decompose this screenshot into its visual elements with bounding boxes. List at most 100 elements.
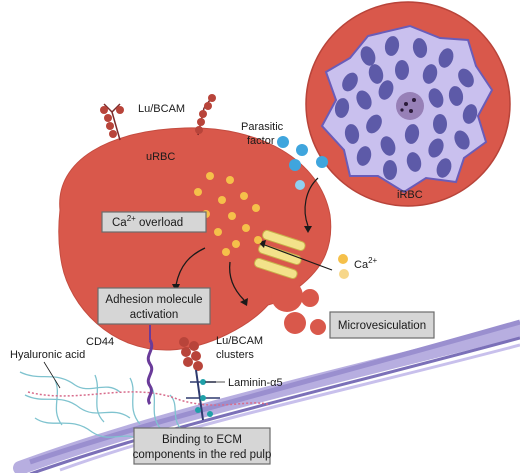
parasite-vesicle	[368, 64, 384, 84]
ha-strand-4	[54, 379, 63, 426]
ca-dots-internal	[194, 172, 262, 256]
ca-dot	[206, 172, 214, 180]
parasite-vesicle	[356, 90, 372, 110]
box-binding-line1: Binding to ECM	[162, 434, 242, 446]
box-ca-overload-frame	[101, 211, 207, 233]
lu-bcam-clusters	[179, 337, 203, 371]
ca-influx-arrow	[261, 243, 333, 271]
microvesicle-3	[310, 319, 326, 335]
channel-segment	[262, 229, 306, 252]
label-urbc: uRBC	[146, 151, 175, 163]
ca-dot-external	[339, 269, 349, 279]
parasite-vesicle	[448, 86, 464, 106]
microvesicle-1	[301, 289, 319, 307]
cluster-bead	[193, 361, 203, 371]
parasitic-factor-arrowhead	[304, 226, 312, 233]
ha-chain-line	[27, 391, 271, 406]
cluster-bead	[179, 337, 189, 347]
parasite-vesicle	[356, 146, 372, 166]
ca-dot	[254, 236, 262, 244]
box-binding-frame	[133, 427, 271, 465]
label-lu-bcam-clusters-1: Lu/BCAM	[216, 335, 263, 347]
box-binding-line2: components in the red pulp	[133, 449, 272, 461]
box-adhesion-line1: Adhesion molecule	[105, 294, 202, 306]
ecm-fiber-3	[29, 336, 520, 473]
ca-dot	[218, 196, 226, 204]
laminin-alpha5	[186, 369, 225, 421]
parasite-vesicle	[395, 60, 409, 80]
parasite-vesicle	[384, 36, 400, 56]
box-microvesiculation-frame	[329, 311, 435, 339]
ha-strand-3	[34, 417, 141, 441]
label-laminin: Laminin-α5	[228, 377, 283, 389]
hyaluronic-acid-pointer	[43, 361, 61, 389]
laminin-node	[200, 379, 206, 385]
parasite-vesicle	[428, 138, 444, 158]
parasite-vesicle	[454, 130, 470, 150]
box-adhesion-activation: Adhesion molecule activation	[97, 287, 211, 325]
box-microvesiculation: Microvesiculation	[329, 311, 435, 339]
receptor-bead	[116, 106, 124, 114]
irbc-cell	[305, 1, 511, 207]
receptor-bead	[104, 114, 112, 122]
ha-strand-5	[94, 374, 105, 423]
receptor-bead	[197, 118, 205, 126]
parasitic-factor-sphere	[289, 159, 301, 171]
ca-dot	[222, 248, 230, 256]
hemozoin-crystal-4	[400, 108, 404, 112]
ecm-fiber-2	[29, 319, 520, 465]
ha-strand-1	[19, 371, 121, 393]
label-cd44: CD44	[86, 336, 114, 348]
arrow-to-microvesiculation	[228, 261, 245, 301]
parasite-vesicle	[406, 152, 422, 172]
parasitic-factor-arrow	[304, 177, 319, 227]
cd44-receptor	[146, 325, 154, 405]
hyaluronic-acid-chain	[27, 391, 271, 406]
receptor-bead	[100, 106, 108, 114]
parasite-vesicle	[436, 158, 452, 178]
laminin-node	[207, 411, 213, 417]
parasite-vesicle	[433, 114, 447, 134]
receptor-stalk	[103, 103, 121, 141]
parasitic-factor-sphere	[296, 144, 308, 156]
label-ca-ion: Ca2+	[354, 256, 378, 271]
box-ca-overload: Ca2+ overload	[101, 211, 207, 233]
parasite-vesicle	[366, 114, 382, 134]
ecm-fiber-4	[59, 343, 520, 472]
microvesicle-2	[284, 312, 306, 334]
parasitic-factor-sphere	[316, 156, 328, 168]
parasite-vesicle	[412, 38, 428, 58]
cluster-bead	[183, 357, 193, 367]
box-adhesion-frame	[97, 287, 211, 325]
cluster-bead	[189, 341, 199, 351]
laminin-node	[195, 407, 201, 413]
ca-dot	[252, 204, 260, 212]
label-irbc: iRBC	[397, 189, 423, 201]
ca-dot	[194, 188, 202, 196]
hemozoin-crystal-3	[409, 109, 413, 113]
label-hyaluronic-acid: Hyaluronic acid	[10, 349, 85, 361]
lu-bcam-receptor-left	[100, 103, 124, 141]
ecm-fibers	[13, 319, 520, 473]
parasite-vesicle	[342, 72, 358, 92]
arrow-to-adhesion	[175, 247, 206, 286]
calcium-channel	[254, 229, 306, 280]
receptor-bead	[109, 130, 117, 138]
microvesicle-bleb	[271, 280, 303, 312]
label-lu-bcam-top: Lu/BCAM	[138, 103, 185, 115]
lu-bcam-receptors-top	[100, 94, 216, 141]
parasite-vesicle	[438, 48, 454, 68]
box-ca-overload-text: Ca2+ overload	[112, 214, 183, 229]
ha-strand-2	[24, 394, 131, 419]
parasite-vesicle	[360, 46, 376, 66]
parasite-vesicle	[344, 124, 360, 144]
cluster-bead	[181, 347, 191, 357]
ca-dot-external	[338, 254, 348, 264]
laminin-node	[200, 395, 206, 401]
parasitic-factor-sphere	[277, 136, 289, 148]
cluster-bead	[191, 351, 201, 361]
ca-dot	[242, 224, 250, 232]
parasite-vesicle	[458, 68, 474, 88]
